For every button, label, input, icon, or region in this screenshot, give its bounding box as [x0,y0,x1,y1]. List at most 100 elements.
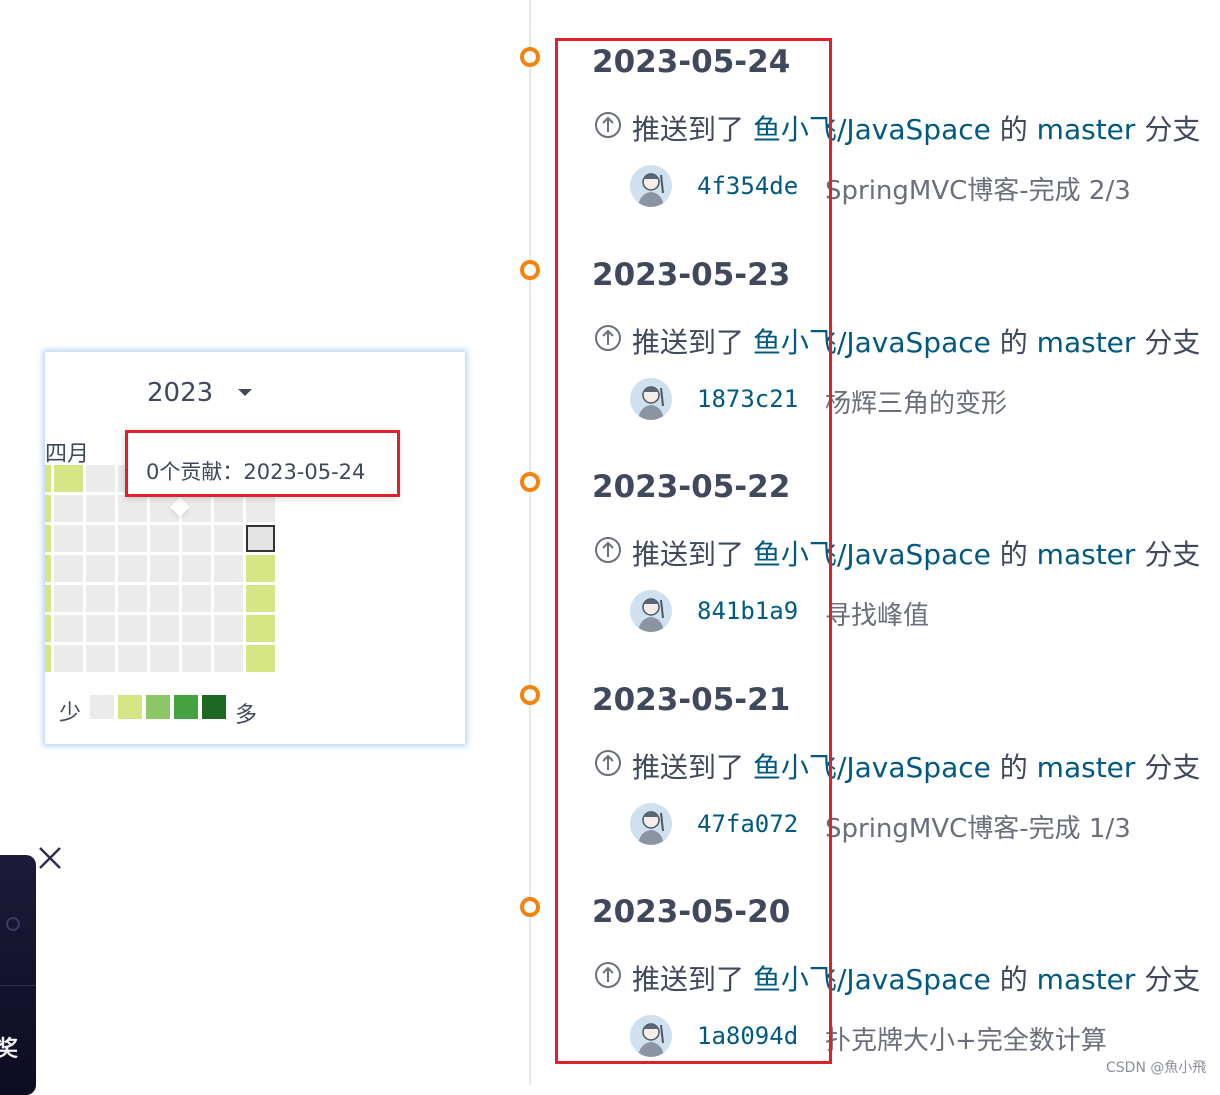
calendar-cell[interactable] [86,645,115,672]
calendar-cell[interactable] [54,645,83,672]
calendar-cell[interactable] [45,465,51,492]
calendar-cell[interactable] [182,585,211,612]
repo-link[interactable]: /JavaSpace [836,113,991,146]
branch-link[interactable]: master [1036,113,1136,146]
avatar[interactable] [630,802,672,845]
commit-sha-link[interactable]: 841b1a9 [697,597,799,625]
calendar-cell[interactable] [45,585,51,612]
calendar-cell[interactable] [246,645,275,672]
branch-link[interactable]: master [1036,325,1136,359]
push-prefix: 推送到了 [632,750,745,784]
calendar-cell[interactable] [45,615,51,642]
calendar-cell[interactable] [214,585,243,612]
calendar-cell[interactable] [182,615,211,642]
calendar-cell[interactable] [150,615,179,642]
calendar-cell[interactable] [86,525,115,552]
push-text: 推送到了 鱼小飞/JavaSpace 的 master 分支 [632,746,1200,786]
branch-link[interactable]: master [1036,750,1136,784]
calendar-cell[interactable] [86,495,115,522]
commit-sha-link[interactable]: 1873c21 [697,384,799,413]
calendar-cell[interactable] [214,525,243,552]
avatar[interactable] [630,165,672,207]
avatar[interactable] [630,1015,672,1057]
calendar-cell[interactable] [86,615,115,642]
calendar-cell[interactable] [214,645,243,672]
calendar-cell[interactable] [246,585,275,612]
calendar-cell[interactable] [54,555,83,582]
calendar-cell[interactable] [54,615,83,642]
calendar-cell[interactable] [45,555,51,582]
avatar[interactable] [630,590,672,632]
calendar-cell[interactable] [118,585,147,612]
user-link[interactable]: 鱼小飞 [752,113,837,146]
month-label: 四月 [45,442,90,467]
calendar-cell[interactable] [54,525,83,552]
calendar-cell[interactable] [246,495,275,522]
promo-banner[interactable]: 奖 [0,855,36,1095]
push-up-icon [594,324,622,352]
calendar-cell[interactable] [246,555,275,582]
branch-link[interactable]: master [1036,538,1136,571]
timeline-date: 2023-05-20 [592,894,791,930]
calendar-cell[interactable] [86,555,115,582]
user-link[interactable]: 鱼小飞 [752,538,837,571]
calendar-cell-selected[interactable] [246,525,275,552]
push-suffix: 分支 [1144,325,1201,359]
calendar-cell[interactable] [118,495,147,522]
close-icon[interactable] [37,845,63,871]
timeline-dot [520,472,540,492]
legend-swatch-1 [118,695,142,719]
repo-link[interactable]: /JavaSpace [836,750,991,784]
push-prefix: 推送到了 [632,538,745,571]
commit-sha-link[interactable]: 4f354de [697,172,799,200]
calendar-cell[interactable] [214,495,243,522]
calendar-cell[interactable] [150,555,179,582]
calendar-cell[interactable] [45,495,51,522]
year-select[interactable]: 2023 [145,374,265,410]
timeline-line [529,0,531,1085]
calendar-cell[interactable] [86,585,115,612]
calendar-cell[interactable] [214,555,243,582]
calendar-cell[interactable] [182,555,211,582]
calendar-cell[interactable] [214,615,243,642]
repo-link[interactable]: /JavaSpace [836,325,991,359]
push-text: 推送到了 鱼小飞/JavaSpace 的 master 分支 [632,533,1200,573]
calendar-cell[interactable] [118,645,147,672]
branch-link[interactable]: master [1036,963,1136,996]
calendar-cell[interactable] [246,615,275,642]
contribution-tooltip: 0个贡献：2023-05-24 [125,430,397,496]
user-link[interactable]: 鱼小飞 [752,963,837,996]
calendar-cell[interactable] [118,555,147,582]
calendar-cell[interactable] [150,645,179,672]
push-mid: 的 [999,750,1028,784]
legend-swatch-4 [202,695,226,719]
circle-icon [6,917,20,931]
calendar-cell[interactable] [118,525,147,552]
avatar[interactable] [630,377,672,420]
timeline-dot [520,47,540,67]
calendar-cell[interactable] [182,525,211,552]
timeline-date: 2023-05-24 [592,44,791,80]
repo-link[interactable]: /JavaSpace [836,963,991,996]
calendar-cell[interactable] [45,645,51,672]
calendar-cell[interactable] [150,585,179,612]
calendar-cell[interactable] [45,525,51,552]
repo-link[interactable]: /JavaSpace [836,538,991,571]
calendar-cell[interactable] [150,525,179,552]
user-link[interactable]: 鱼小飞 [752,325,837,359]
calendar-cell[interactable] [118,615,147,642]
calendar-cell[interactable] [54,495,83,522]
commit-sha-link[interactable]: 1a8094d [697,1022,799,1050]
commit-sha-link[interactable]: 47fa072 [697,809,799,838]
calendar-cell[interactable] [182,645,211,672]
calendar-cell[interactable] [86,465,115,492]
legend-more-label: 多 [235,703,258,728]
contribution-calendar-card: 2023 四月 少 多 0个贡献：2023-05-24 [45,352,465,744]
push-up-icon [594,111,622,139]
user-link[interactable]: 鱼小飞 [752,750,837,784]
divider [0,985,36,986]
push-suffix: 分支 [1144,538,1201,571]
calendar-cell[interactable] [54,465,83,492]
year-select-value: 2023 [147,378,214,408]
calendar-cell[interactable] [54,585,83,612]
